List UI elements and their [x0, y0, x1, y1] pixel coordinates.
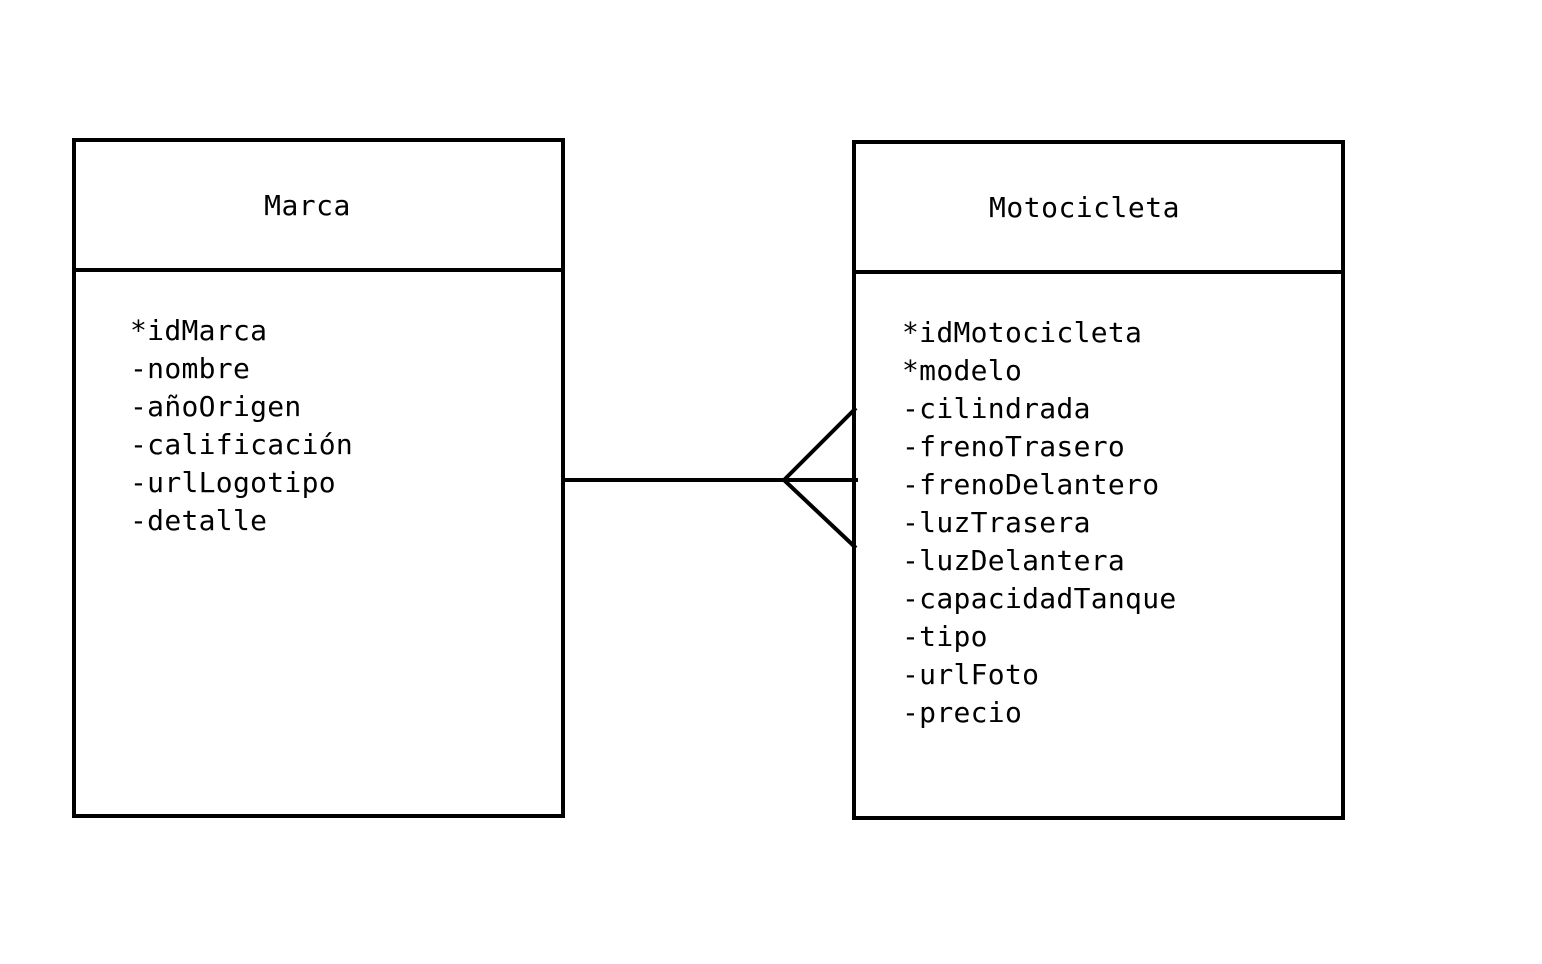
entity-marca-attributes: *idMarca -nombre -añoOrigen -calificació…	[76, 272, 561, 540]
entity-marca: Marca *idMarca -nombre -añoOrigen -calif…	[72, 138, 565, 818]
attribute-idmarca: *idMarca	[130, 314, 268, 347]
attribute-tipo: -tipo	[902, 620, 988, 653]
attribute-anoorigen: -añoOrigen	[130, 390, 302, 423]
attribute-precio: -precio	[902, 696, 1023, 729]
attribute-frenodelantero: -frenoDelantero	[902, 468, 1160, 501]
attribute-modelo: *modelo	[902, 354, 1023, 387]
attribute-capacidadtanque: -capacidadTanque	[902, 582, 1177, 615]
attribute-luztrasera: -luzTrasera	[902, 506, 1091, 539]
attribute-detalle: -detalle	[130, 504, 268, 537]
attribute-urllogotipo: -urlLogotipo	[130, 466, 336, 499]
attribute-urlfoto: -urlFoto	[902, 658, 1040, 691]
crows-foot-upper-prong	[782, 406, 858, 482]
attribute-luzdelantera: -luzDelantera	[902, 544, 1126, 577]
attribute-idmotocicleta: *idMotocicleta	[902, 316, 1143, 349]
entity-marca-title: Marca	[76, 142, 561, 272]
entity-motocicleta-attributes: *idMotocicleta *modelo -cilindrada -fren…	[856, 274, 1341, 732]
attribute-calificacion: -calificación	[130, 428, 354, 461]
attribute-cilindrada: -cilindrada	[902, 392, 1091, 425]
crows-foot-lower-prong	[782, 478, 858, 550]
entity-motocicleta: Motocicleta *idMotocicleta *modelo -cili…	[852, 140, 1345, 820]
attribute-nombre: -nombre	[130, 352, 251, 385]
entity-motocicleta-title: Motocicleta	[856, 144, 1341, 274]
attribute-frenotrasero: -frenoTrasero	[902, 430, 1126, 463]
